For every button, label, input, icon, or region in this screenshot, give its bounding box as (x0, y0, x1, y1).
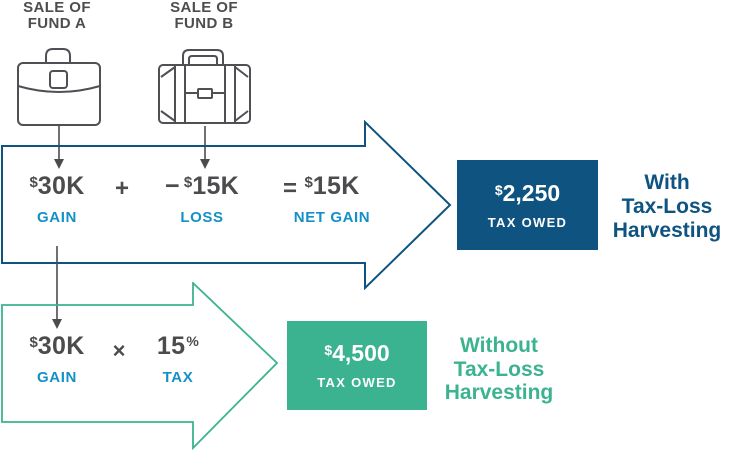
tax-owed-value: 2,250 (502, 179, 561, 206)
fund-a-title: SALE OF FUND A (23, 0, 91, 32)
without-gain-stat: $30K GAIN (29, 334, 84, 386)
multiply-operator: × (112, 338, 126, 363)
with-net-gain-stat: $15K NET GAIN (293, 174, 371, 226)
caption-line: Without (460, 334, 538, 357)
with-gain-label: GAIN (37, 209, 77, 226)
fund-a-title-line2: FUND A (27, 15, 87, 32)
caption-line: Tax-Loss (621, 195, 713, 218)
without-tax-rate-label: TAX (162, 369, 194, 386)
with-loss-value: −$15K (165, 174, 239, 202)
arrow-down-icon (52, 246, 62, 329)
gain-amount: 30K (37, 172, 85, 200)
currency-symbol: $ (183, 174, 193, 191)
with-tax-owed-amount: $2,250 (494, 179, 561, 208)
with-loss-label: LOSS (180, 209, 224, 226)
currency-symbol: $ (494, 181, 503, 198)
fund-b-title: SALE OF FUND B (170, 0, 238, 32)
without-gain-label: GAIN (37, 369, 77, 386)
without-tax-rate-stat: 15% TAX (156, 332, 200, 386)
net-amount: 15K (312, 172, 360, 200)
currency-symbol: $ (29, 334, 38, 351)
suitcase-icon (158, 49, 251, 124)
currency-symbol: $ (29, 174, 38, 191)
loss-amount: 15K (192, 172, 240, 200)
without-tax-rate-value: 15% (156, 332, 200, 362)
caption-line: With (644, 171, 690, 194)
tax-rate-amount: 15 (156, 332, 186, 360)
with-tax-owed-label: TAX OWED (487, 214, 568, 230)
with-loss-stat: −$15K LOSS (165, 174, 239, 226)
arrow-down-icon (200, 126, 210, 169)
caption-line: Harvesting (444, 381, 554, 404)
fund-a-title-line1: SALE OF (23, 0, 91, 16)
with-gain-value: $30K (29, 174, 84, 202)
with-harvesting-arrow-shape (1, 120, 452, 290)
currency-symbol: $ (304, 174, 313, 191)
without-tax-owed-box: $4,500 TAX OWED (287, 321, 427, 410)
with-net-value: $15K (294, 174, 370, 202)
equals-operator: = (282, 175, 298, 202)
gain-amount: 30K (37, 332, 85, 360)
minus-sign: − (164, 172, 180, 200)
fund-b-title-line2: FUND B (174, 15, 234, 32)
without-harvesting-caption: Without Tax-Loss Harvesting (445, 334, 554, 405)
with-tax-owed-box: $2,250 TAX OWED (457, 160, 598, 250)
arrow-down-icon (54, 126, 64, 169)
currency-symbol: $ (324, 342, 333, 358)
caption-line: Harvesting (612, 219, 722, 242)
without-tax-owed-label: TAX OWED (317, 375, 397, 390)
with-gain-stat: $30K GAIN (29, 174, 84, 226)
briefcase-icon (17, 48, 101, 126)
without-tax-owed-amount: $4,500 (324, 342, 389, 368)
caption-line: Tax-Loss (453, 357, 545, 381)
percent-symbol: % (186, 333, 200, 349)
with-harvesting-caption: With Tax-Loss Harvesting (613, 171, 722, 243)
with-net-label: NET GAIN (293, 209, 371, 226)
plus-operator: + (114, 175, 130, 202)
without-harvesting-arrow-shape (1, 282, 279, 450)
fund-b-title-line1: SALE OF (170, 0, 238, 16)
without-gain-value: $30K (29, 334, 84, 362)
tax-owed-value: 4,500 (332, 340, 390, 366)
